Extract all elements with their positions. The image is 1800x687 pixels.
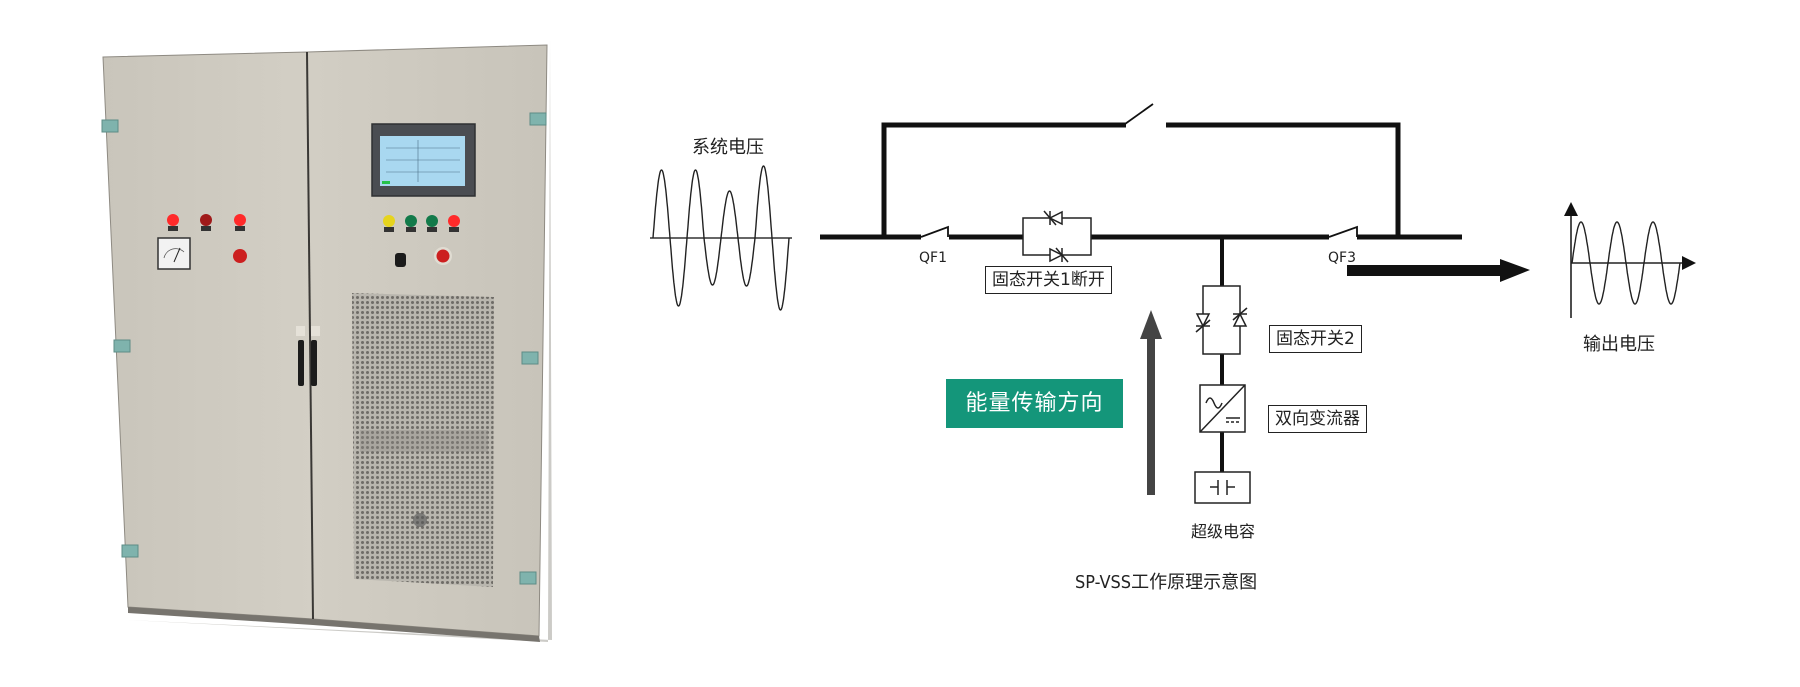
qf1-switch-icon: [920, 225, 949, 238]
supercapacitor-label: 超级电容: [1191, 522, 1256, 541]
bypass-line: [881, 122, 1401, 237]
indicator-lights-left: [167, 214, 247, 263]
input-voltage-label: 系统电压: [692, 137, 764, 158]
indicator-lights-right: [383, 215, 460, 267]
qf1-label: QF1: [919, 250, 947, 266]
qf3-label: QF3: [1328, 250, 1356, 266]
solid-state-switch-1-label: 固态开关1断开: [985, 266, 1112, 294]
supercapacitor-icon: [1194, 471, 1251, 504]
hmi-touchscreen: [371, 123, 476, 197]
solid-state-switch-1-icon: [1022, 210, 1092, 263]
hinge-icon: [101, 112, 547, 585]
door-handles: [296, 326, 320, 386]
cabinet-photo: [101, 40, 552, 642]
bypass-switch-icon: [1124, 103, 1154, 125]
input-voltage-waveform: [650, 165, 792, 311]
output-arrow-icon: [1347, 259, 1530, 282]
diagram-title: SP-VSS工作原理示意图: [1075, 572, 1258, 593]
bidirectional-converter-label: 双向变流器: [1268, 405, 1367, 433]
output-voltage-label: 输出电压: [1583, 334, 1655, 355]
output-voltage-waveform: [1564, 202, 1696, 318]
qf3-switch-icon: [1328, 225, 1358, 238]
solid-state-switch-2-label: 固态开关2: [1269, 325, 1362, 353]
solid-state-switch-2-icon: [1195, 285, 1248, 355]
ventilation-grille: [352, 293, 494, 587]
bidirectional-converter-icon: [1199, 384, 1246, 433]
analog-meter: [157, 237, 191, 270]
energy-direction-arrow-icon: [1140, 310, 1162, 495]
energy-direction-tag: 能量传输方向: [946, 379, 1123, 428]
